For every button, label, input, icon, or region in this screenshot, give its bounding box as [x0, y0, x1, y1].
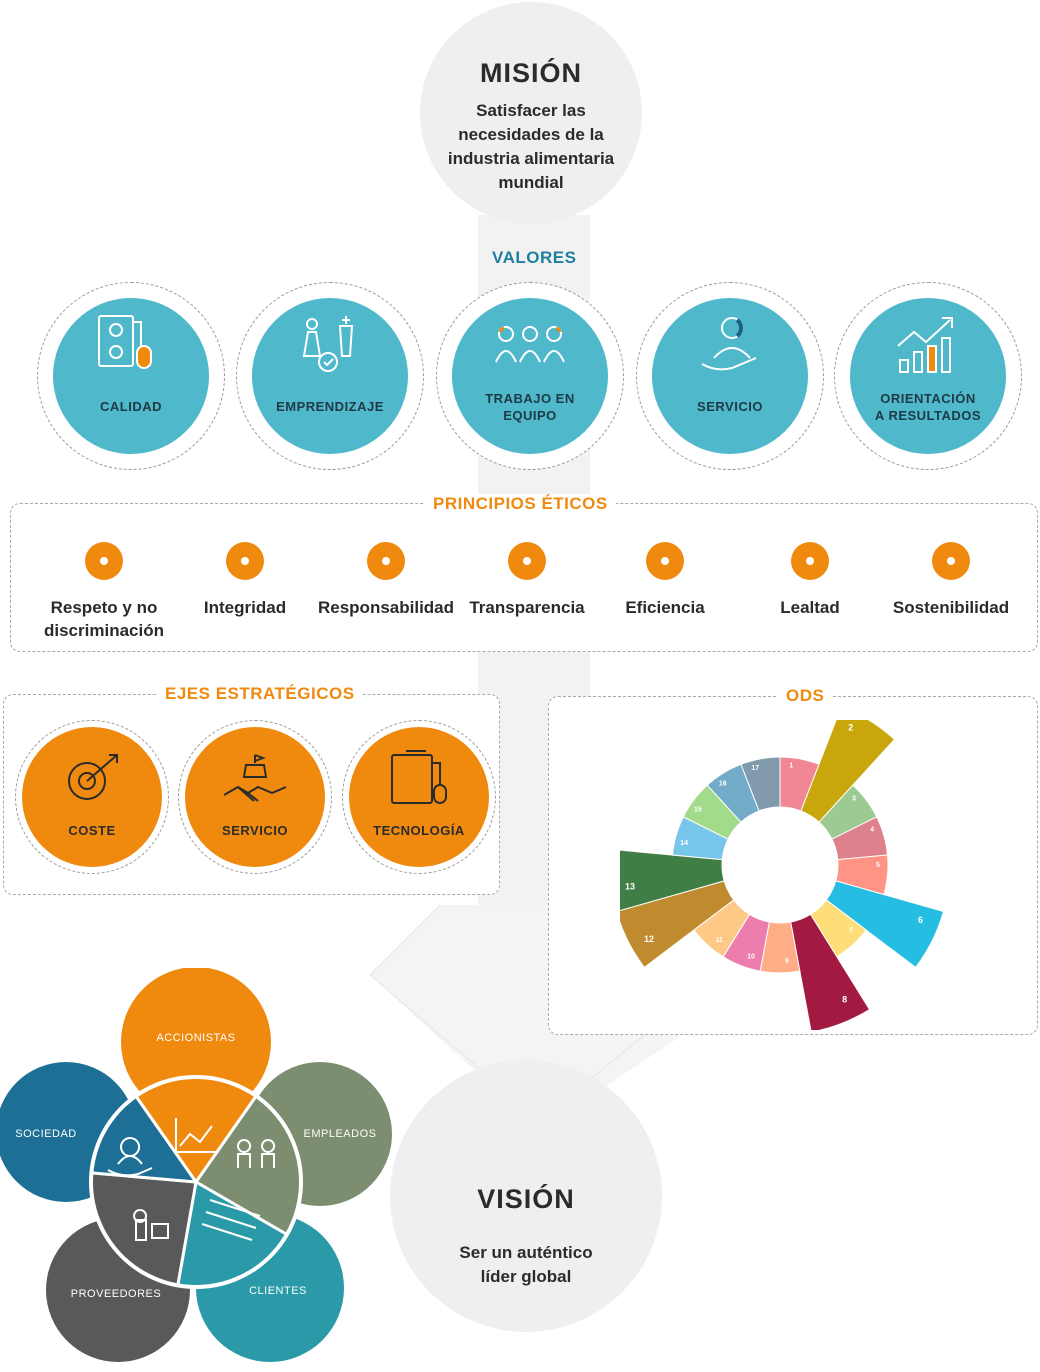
label-sociedad: SOCIEDAD: [15, 1128, 77, 1140]
ods-number-13: 13: [625, 882, 635, 892]
valor-label: CALIDAD: [100, 399, 162, 414]
people-icon: [237, 1139, 276, 1168]
mision-text: Satisfacer las necesidades de la industr…: [447, 101, 615, 192]
gear-target-icon: [57, 749, 127, 814]
principio-label: Integridad: [203, 598, 287, 617]
ods-number-12: 12: [644, 934, 654, 944]
ejes-title: EJES ESTRATÉGICOS: [157, 684, 363, 704]
ods-number-9: 9: [785, 958, 789, 965]
principio-label: Transparencia: [469, 598, 585, 617]
target-dot-icon: [646, 542, 684, 580]
ods-number-16: 16: [719, 780, 727, 787]
ods-number-14: 14: [680, 840, 688, 847]
principio-6: Lealtad: [735, 542, 885, 619]
ods-number-15: 15: [694, 807, 702, 814]
valor-4: SERVICIO: [636, 282, 824, 470]
eje-label: TECNOLOGÍA: [373, 823, 465, 838]
valor-label: SERVICIO: [697, 399, 763, 414]
inner-ring: [89, 1075, 303, 1289]
vision-circle: VISIÓN Ser un auténtico líder global: [390, 1060, 662, 1332]
valor-label: EMPRENDIZAJE: [276, 399, 384, 414]
principio-3: Responsabilidad: [311, 542, 461, 619]
eje-2: SERVICIO: [178, 720, 332, 874]
principio-label: Lealtad: [780, 598, 840, 617]
target-dot-icon: [367, 542, 405, 580]
ods-number-7: 7: [849, 928, 853, 935]
ods-number-8: 8: [842, 995, 847, 1005]
hand-person-icon: [107, 1137, 153, 1177]
ods-number-3: 3: [852, 796, 856, 803]
ods-number-11: 11: [715, 937, 723, 944]
principio-4: Transparencia: [452, 542, 602, 619]
eje-circle: TECNOLOGÍA: [349, 727, 489, 867]
label-clientes: CLIENTES: [249, 1285, 307, 1297]
eje-label: SERVICIO: [222, 823, 288, 838]
petal-accionistas: [121, 968, 271, 1117]
eje-circle: COSTE: [22, 727, 162, 867]
ods-segment-2: [800, 720, 896, 823]
ods-number-6: 6: [918, 915, 923, 925]
ods-segment-6: [825, 880, 945, 969]
principio-label: Responsabilidad: [317, 598, 455, 617]
chart-icon: [175, 1118, 216, 1153]
valor-2: EMPRENDIZAJE: [236, 282, 424, 470]
principio-5: Eficiencia: [590, 542, 740, 619]
stakeholder-flower: [0, 968, 392, 1362]
principio-label: Eficiencia: [625, 598, 705, 617]
valor-1: CALIDAD: [37, 282, 225, 470]
principios-title: PRINCIPIOS ÉTICOS: [425, 494, 616, 514]
target-dot-icon: [508, 542, 546, 580]
vision-title: VISIÓN: [477, 1184, 575, 1214]
eje-label: COSTE: [68, 823, 116, 838]
eje-circle: SERVICIO: [185, 727, 325, 867]
boxes-icon: [201, 1199, 261, 1241]
ods-number-5: 5: [876, 862, 880, 869]
ods-segment-13: [620, 849, 725, 912]
valor-circle: SERVICIO: [652, 298, 808, 454]
target-dot-icon: [932, 542, 970, 580]
ods-number-17: 17: [751, 765, 759, 772]
target-dot-icon: [226, 542, 264, 580]
principio-2: Integridad: [170, 542, 320, 619]
eje-3: TECNOLOGÍA: [342, 720, 496, 874]
ods-number-10: 10: [747, 954, 755, 961]
vision-text: Ser un auténtico líder global: [459, 1243, 593, 1286]
eje-1: COSTE: [15, 720, 169, 874]
label-proveedores: PROVEEDORES: [70, 1288, 162, 1300]
handshake-icon: [220, 749, 290, 814]
principio-label: Sostenibilidad: [892, 598, 1010, 617]
tech-device-icon: [384, 749, 454, 814]
valor-circle: CALIDAD: [53, 298, 209, 454]
target-dot-icon: [791, 542, 829, 580]
target-dot-icon: [85, 542, 123, 580]
ods-segment-8: [790, 913, 871, 1030]
ods-segment-17: [740, 756, 781, 812]
valor-circle: EMPRENDIZAJE: [252, 298, 408, 454]
mision-circle: MISIÓN Satisfacer las necesidades de la …: [420, 2, 642, 224]
ods-number-2: 2: [848, 723, 853, 733]
worker-icon: [133, 1209, 169, 1241]
label-accionistas: ACCIONISTAS: [156, 1032, 236, 1044]
ods-number-4: 4: [870, 827, 874, 834]
label-empleados: EMPLEADOS: [303, 1128, 377, 1140]
mision-title: MISIÓN: [479, 58, 582, 88]
valores-title: VALORES: [492, 248, 577, 267]
ods-title: ODS: [778, 686, 833, 706]
principio-7: Sostenibilidad: [876, 542, 1026, 619]
ods-number-1: 1: [789, 763, 793, 770]
